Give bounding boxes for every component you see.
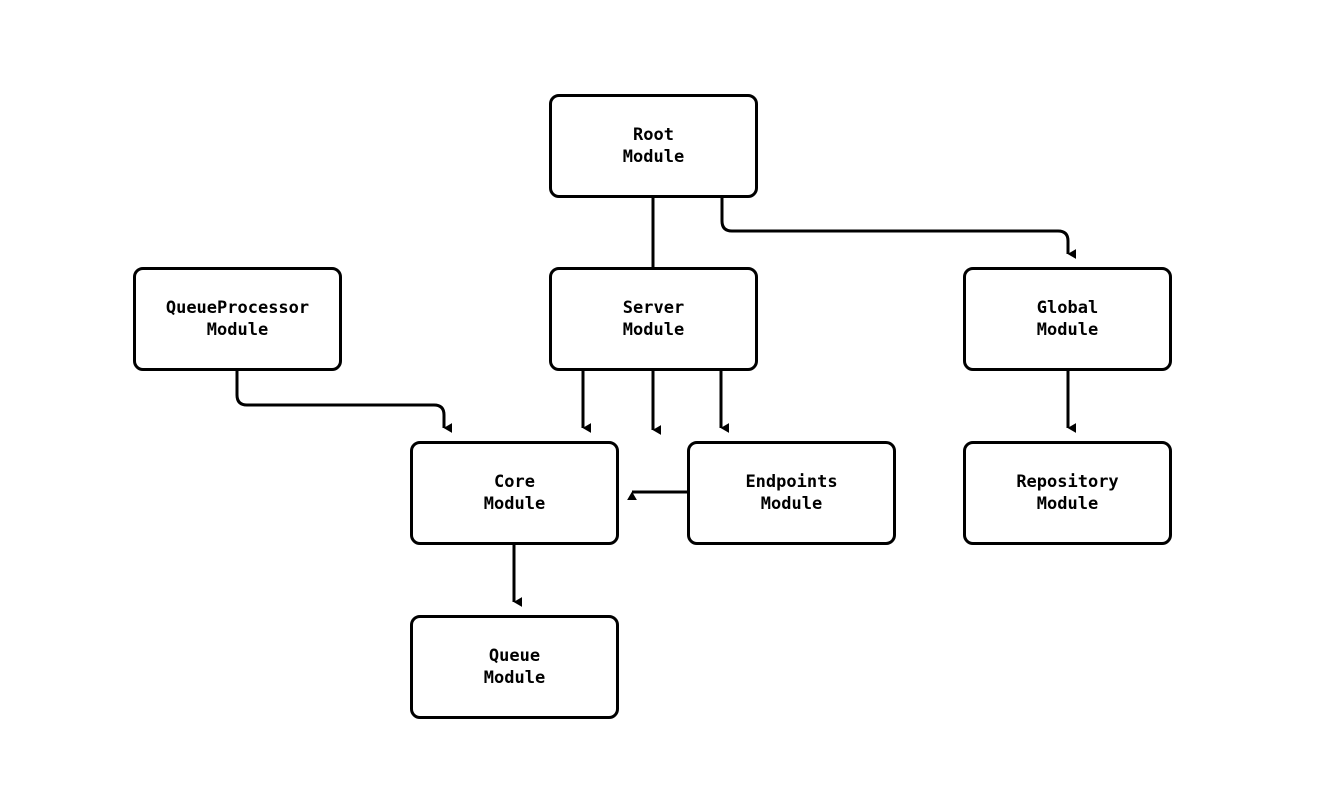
node-label-line2-repository: Module: [1036, 494, 1099, 514]
edge-queueprocessor-to-core: [235, 371, 453, 433]
edges-group: [235, 198, 1077, 607]
node-label-line1-server: Server: [622, 298, 685, 318]
node-label-line1-endpoints: Endpoints: [745, 472, 838, 492]
node-label-line1-queueprocessor: QueueProcessor: [165, 298, 310, 318]
node-label-line2-root: Module: [622, 147, 685, 167]
node-label-line1-core: Core: [494, 472, 535, 492]
node-label-line2-global: Module: [1036, 320, 1099, 340]
node-label-line2-endpoints: Module: [760, 494, 823, 514]
node-label-line2-core: Module: [483, 494, 546, 514]
edge-root-to-global: [720, 198, 1077, 259]
node-label-line1-queue: Queue: [488, 646, 541, 666]
node-label-line1-root: Root: [633, 125, 674, 145]
node-label-line2-queue: Module: [483, 668, 546, 688]
node-label-line2-server: Module: [622, 320, 685, 340]
node-label-line1-global: Global: [1036, 298, 1099, 318]
node-label-line2-queueprocessor: Module: [206, 320, 269, 340]
node-label-line1-repository: Repository: [1016, 472, 1119, 492]
